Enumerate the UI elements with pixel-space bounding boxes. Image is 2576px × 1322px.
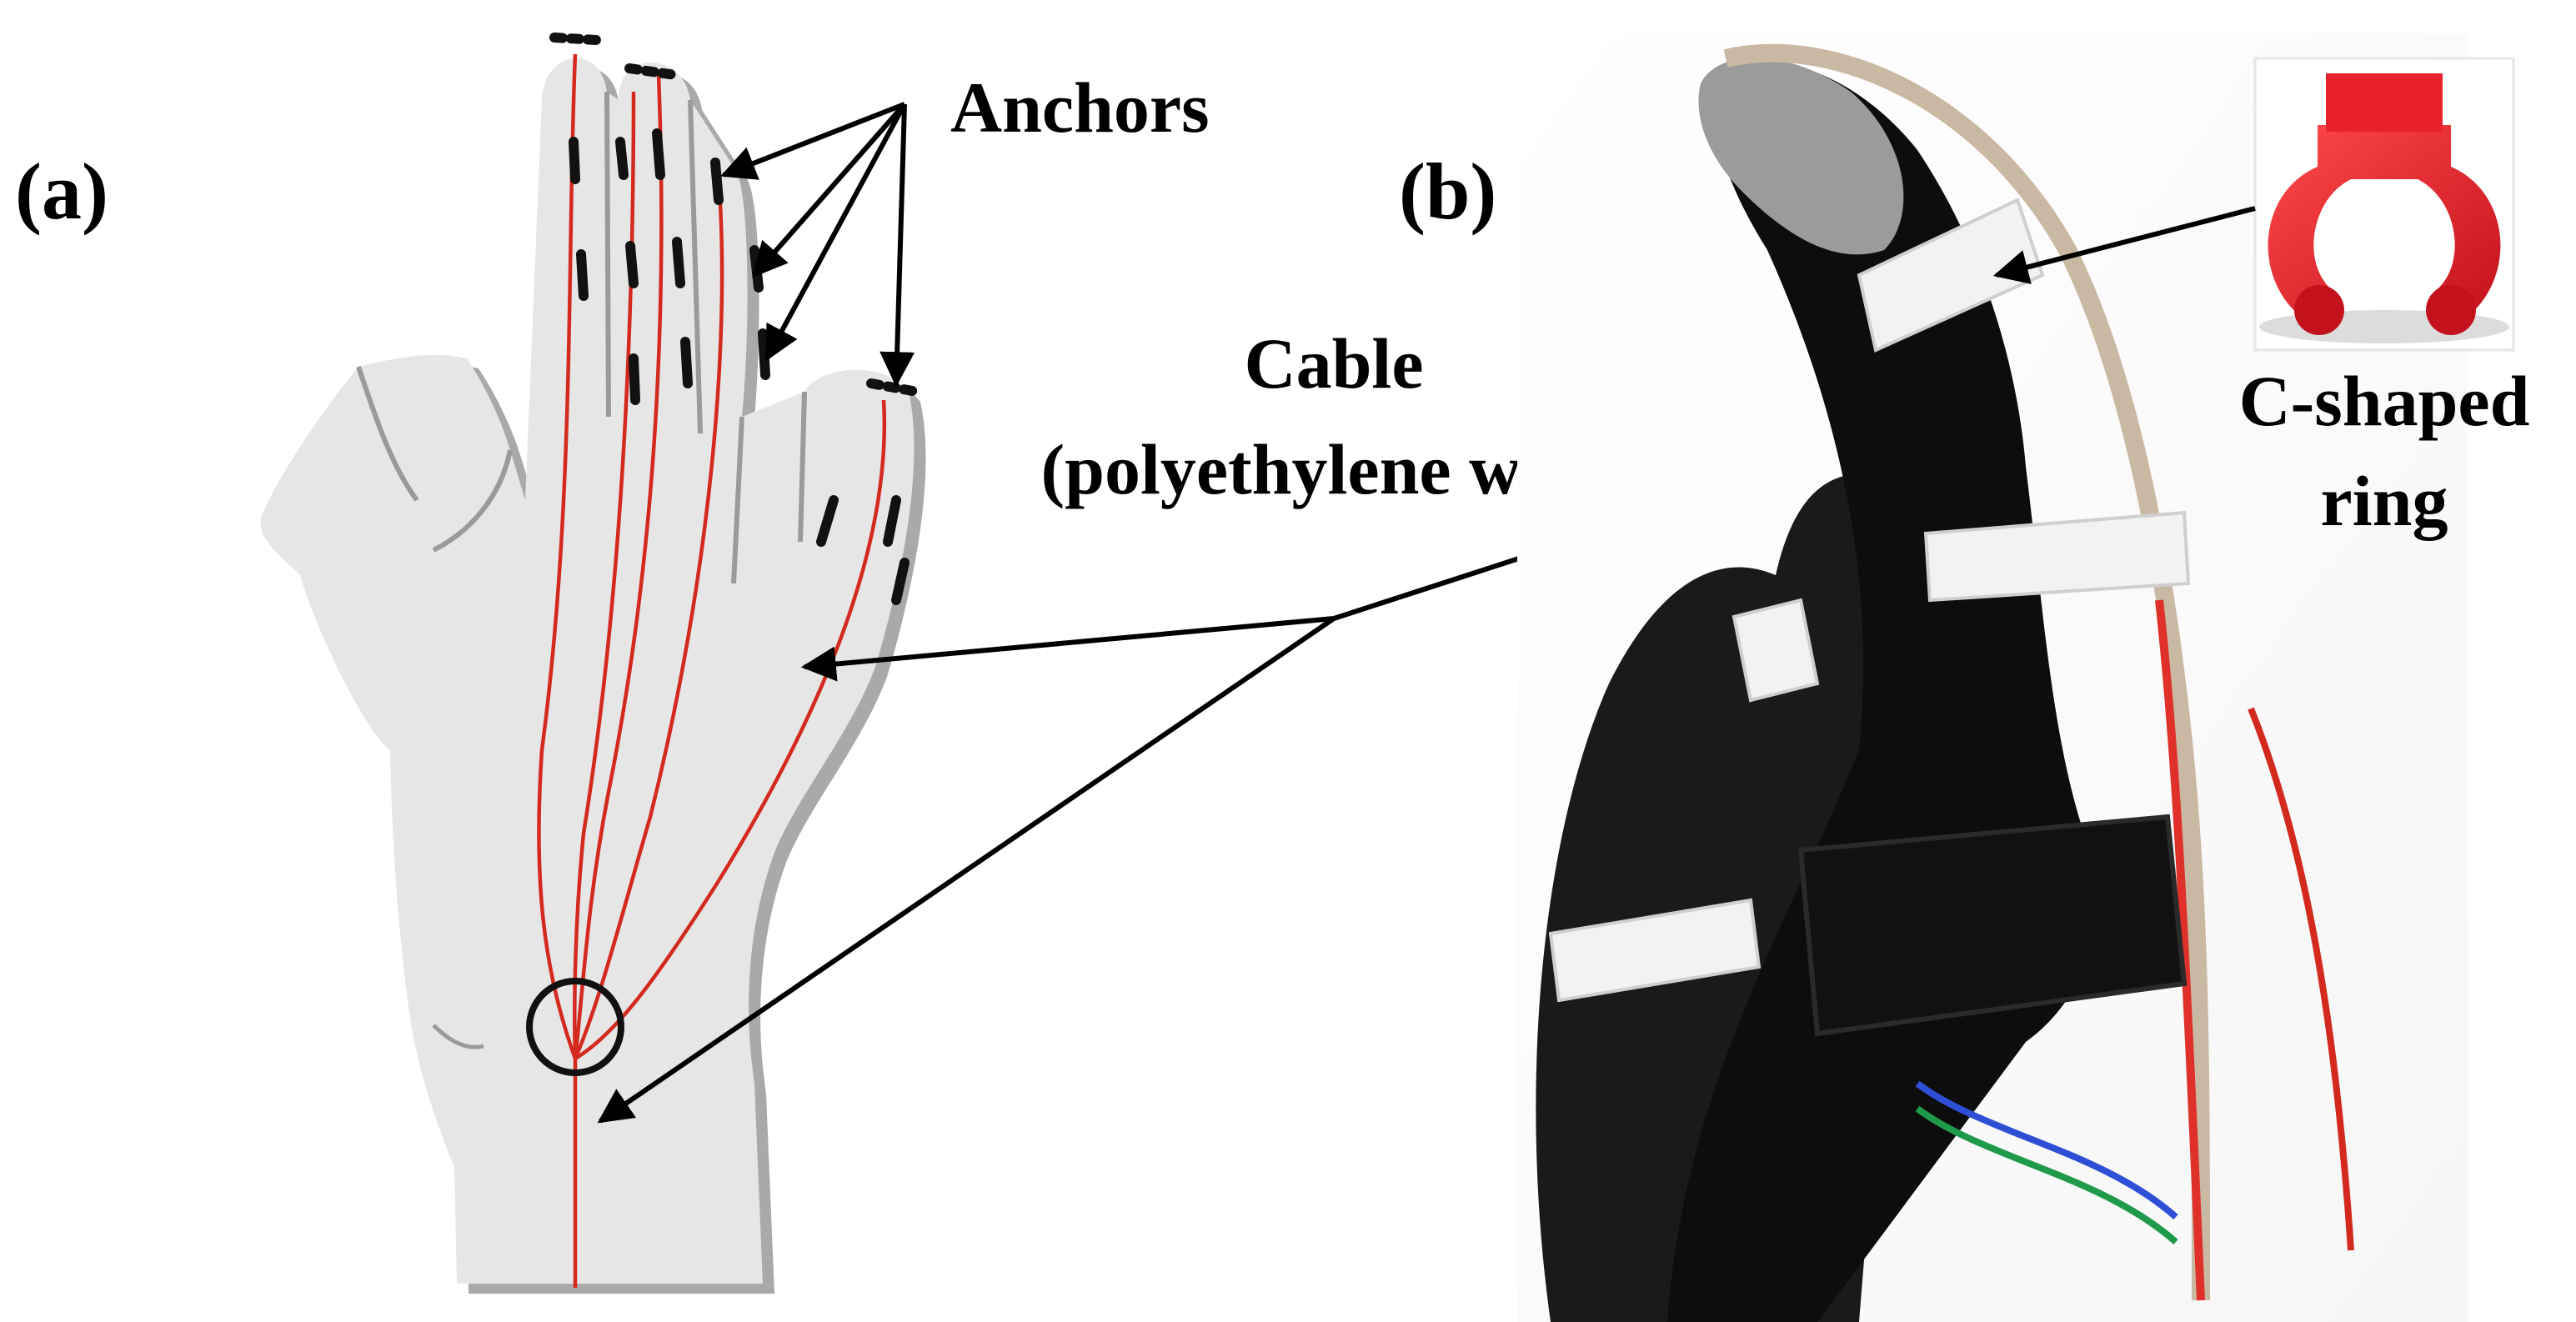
glove-ring-2 xyxy=(1923,510,2191,603)
cable-index xyxy=(537,53,578,1288)
anchor-1 xyxy=(569,137,580,184)
cable-arrow-to-wrist xyxy=(597,616,1336,1124)
glove-rings xyxy=(1548,198,2191,1003)
c-ring-render xyxy=(2253,57,2515,352)
anchor-arrow-2 xyxy=(752,103,907,278)
anchor-2 xyxy=(576,249,589,301)
anchor-arrow-4 xyxy=(880,103,915,388)
panel-b: (b) xyxy=(1399,33,2529,1322)
glove-velcro-strap xyxy=(1797,814,2188,1037)
finger-outlines xyxy=(356,91,807,584)
glove-tendon-strip xyxy=(1723,43,2210,1301)
anchor-8 xyxy=(680,337,693,388)
cable-middle xyxy=(573,74,664,1059)
glove-ring-1 xyxy=(1857,198,2045,353)
panel-a: (a) xyxy=(15,33,1933,1294)
anchor-arrow-1 xyxy=(720,102,906,180)
glove-side-cables xyxy=(2248,707,2354,1251)
anchor-5 xyxy=(629,353,640,405)
anchor-tip-2 xyxy=(624,63,680,80)
c-ring-end-right xyxy=(2426,285,2476,335)
c-ring-clip xyxy=(2326,73,2443,132)
hand-illustration xyxy=(260,33,926,1294)
anchor-4 xyxy=(625,241,639,288)
anchor-3 xyxy=(615,137,629,180)
c-ring-end-left xyxy=(2294,285,2344,335)
anchor-9 xyxy=(710,158,724,205)
anchor-14 xyxy=(891,558,910,605)
anchor-7 xyxy=(672,237,685,288)
glove-tendon-cable xyxy=(2155,599,2205,1301)
c-ring-label-line2: ring xyxy=(2321,461,2448,541)
anchor-13 xyxy=(883,495,901,547)
glove-fingertip-cap xyxy=(1698,58,1904,255)
cable-little xyxy=(574,399,887,1060)
glove-ring-4 xyxy=(1732,598,1820,703)
anchor-arrow-3 xyxy=(764,103,907,362)
anchors xyxy=(549,33,922,605)
anchors-label: Anchors xyxy=(950,68,1210,148)
hand-shape xyxy=(260,58,915,1284)
cable-label-line1: Cable xyxy=(1245,323,1424,403)
cable-ring xyxy=(573,158,724,1059)
anchor-arrows xyxy=(720,102,915,388)
wrist-crease xyxy=(432,1024,484,1049)
panel-b-label: (b) xyxy=(1399,147,1496,236)
c-ring-label-line1: C-shaped xyxy=(2239,361,2530,441)
cable-junction-circle xyxy=(526,978,624,1076)
glove-ring-3 xyxy=(1548,898,1762,1003)
anchor-12 xyxy=(816,495,839,547)
anchor-11 xyxy=(758,328,770,380)
glove-wires-green xyxy=(1915,1105,2178,1244)
anchor-tip-3 xyxy=(866,378,922,397)
anchor-tip-1 xyxy=(549,33,601,45)
c-ring-arrow xyxy=(1992,206,2256,284)
anchor-6 xyxy=(652,128,665,180)
cable-arrow-to-hand xyxy=(800,616,1335,682)
glove-wires xyxy=(1915,1080,2178,1219)
panel-a-label: (a) xyxy=(15,147,108,236)
c-ring-body xyxy=(2268,125,2501,317)
